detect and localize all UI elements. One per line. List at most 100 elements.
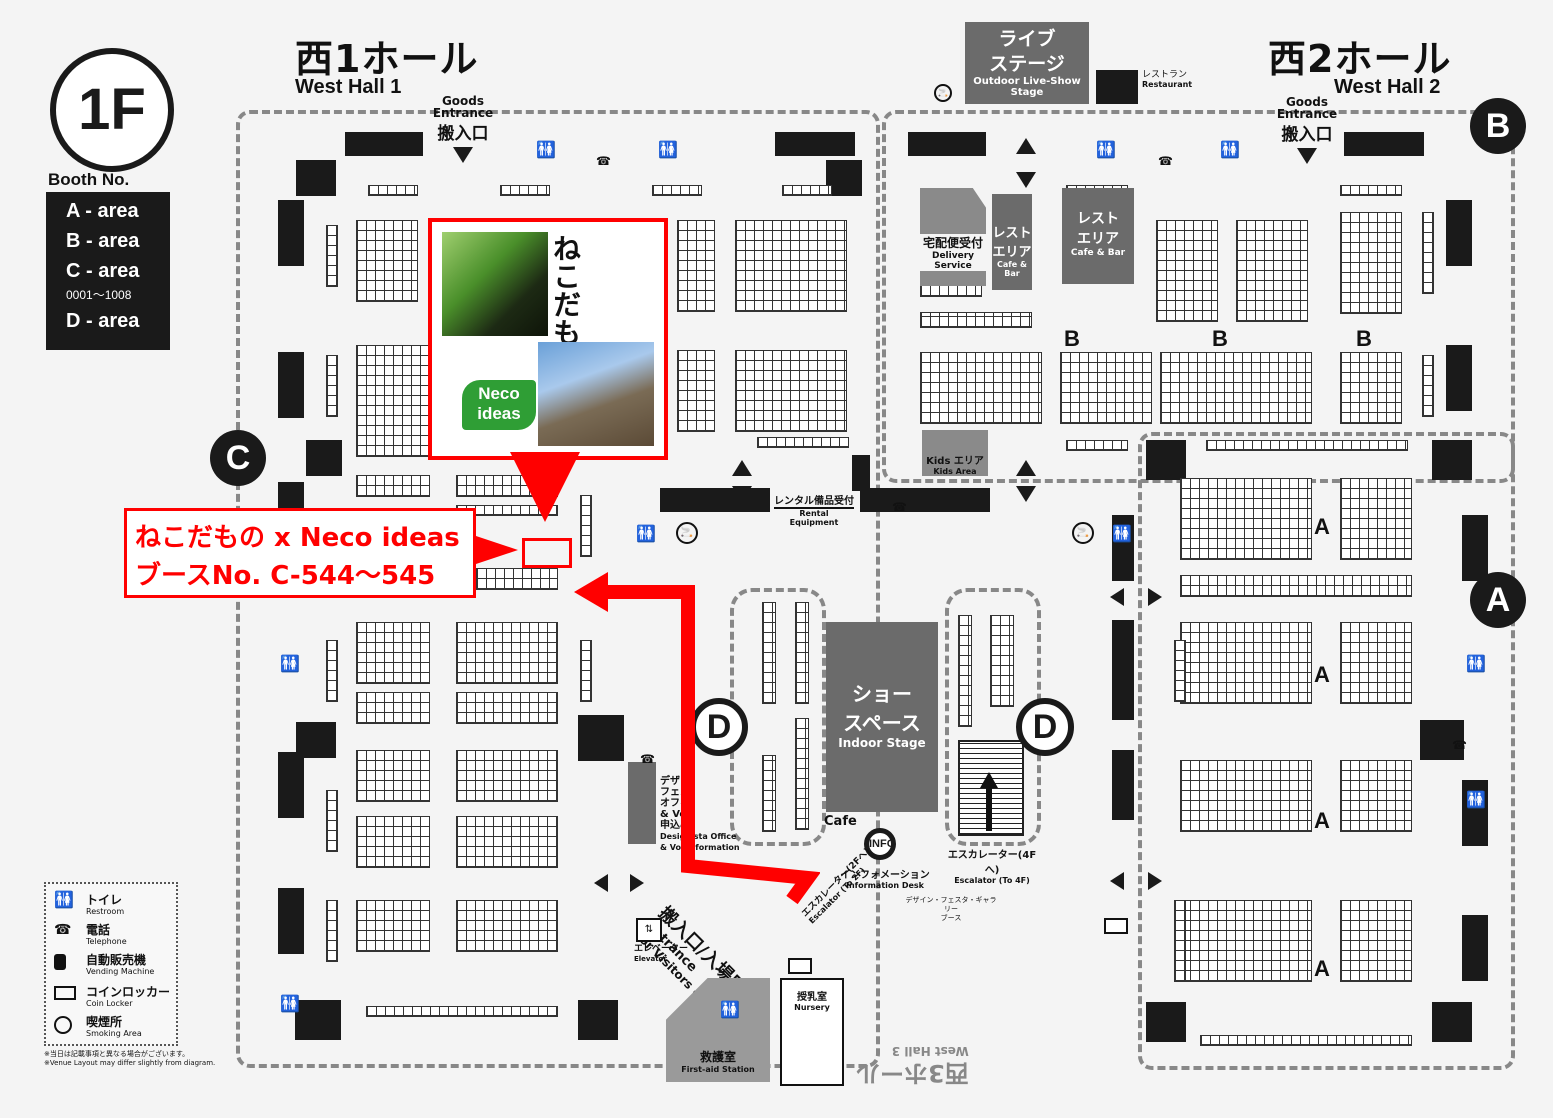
booth-grid	[500, 185, 550, 196]
telephone-icon[interactable]: ☎	[1158, 154, 1173, 168]
wall-block	[1420, 720, 1464, 760]
legend-telephone-en: Telephone	[86, 937, 127, 946]
booth-grid	[1180, 900, 1312, 982]
booth-grid	[456, 692, 558, 724]
goods-entrance-2-en2: Entrance	[1276, 107, 1338, 121]
floor-label: 1F	[78, 77, 146, 142]
smoking-area-icon[interactable]: 🚬	[934, 84, 952, 102]
wall-block	[908, 132, 986, 156]
booth-grid	[1160, 352, 1312, 424]
booth-grid	[1422, 212, 1434, 294]
booth-grid	[1340, 622, 1412, 704]
area-a-marker: A	[1470, 572, 1526, 628]
goods-entrance-2-en1: Goods	[1285, 95, 1329, 109]
booth-callout[interactable]: ねこだもの x Neco ideas ブースNo. C-544〜545	[124, 508, 476, 598]
gallery-label: デザイン・フェスタ・ギャラリー ブース	[904, 896, 998, 923]
disclaimer-jp: ※当日は記載事項と異なる場合がございます。	[44, 1050, 190, 1058]
west-hall-2-title: 西2ホール	[1268, 37, 1452, 81]
escalator-label: エスカレーター(4Fへ) Escalator (To 4F)	[944, 846, 1040, 885]
restroom-icon[interactable]: 🚻	[280, 994, 300, 1013]
wall-block	[1446, 200, 1472, 266]
rest-area-2-jp1: レスト	[1077, 211, 1119, 227]
wall-block	[1112, 620, 1134, 720]
area-a-label: A	[1314, 662, 1330, 687]
wall-block	[1446, 345, 1472, 411]
legend-d-area: D - area	[66, 310, 140, 332]
coin-locker-icon[interactable]	[788, 958, 812, 974]
goods-entrance-west2[interactable]: Goods Entrance 搬入口	[1276, 95, 1338, 164]
booth-grid	[920, 352, 1042, 424]
booth-grid	[356, 622, 430, 684]
booth-grid	[1340, 185, 1402, 196]
nursery-room[interactable]: 授乳室 Nursery	[780, 978, 844, 1086]
legend-a-area: A - area	[66, 200, 139, 222]
telephone-icon[interactable]: ☎	[640, 752, 655, 766]
cat-photo-1	[442, 232, 548, 336]
booth-highlight-box[interactable]	[522, 538, 572, 568]
legend-restroom-en: Restroom	[86, 907, 125, 916]
restroom-icon[interactable]: 🚻	[1112, 524, 1132, 543]
route-arrow	[574, 572, 820, 905]
restroom-icon[interactable]: 🚻	[1220, 140, 1240, 159]
rest-area-2-en: Cafe & Bar	[1070, 248, 1126, 258]
booth-grid	[1174, 900, 1186, 982]
wall-block	[306, 440, 342, 476]
legend-b-area: B - area	[66, 230, 140, 252]
callout-side-pointer-shape	[470, 534, 518, 566]
goods-entrance-west1[interactable]: Goods Entrance 搬入口	[432, 95, 494, 163]
entrance-arrow-icon	[1297, 148, 1317, 164]
info-desk-badge[interactable]: INFO	[864, 828, 896, 860]
wall-block	[278, 200, 304, 266]
rental-en: Rental Equipment	[774, 507, 854, 527]
kids-area[interactable]: Kids エリア Kids Area	[922, 430, 988, 476]
rest-area-1[interactable]: レスト エリア Cafe & Bar	[992, 194, 1032, 290]
restroom-icon[interactable]: 🚻	[536, 140, 556, 159]
vending-machine-icon	[54, 954, 66, 970]
flow-left-icon	[1110, 872, 1124, 890]
rest-area-2[interactable]: レスト エリア Cafe & Bar	[1062, 188, 1134, 284]
wall-block	[860, 488, 990, 512]
callout-line1: ねこだもの x Neco ideas	[135, 523, 460, 553]
restroom-icon[interactable]: 🚻	[636, 524, 656, 543]
restroom-icon[interactable]: 🚻	[720, 1000, 740, 1019]
delivery-service[interactable]: 宅配便受付 Delivery Service	[920, 188, 986, 286]
wall-block	[660, 488, 770, 512]
smoking-area-icon[interactable]: 🚬	[1072, 522, 1094, 544]
west-hall-2-a-outline	[1138, 432, 1515, 1070]
flow-left-icon	[1110, 588, 1124, 606]
callout-logo-panel: ねこだもの Neco ideas	[428, 218, 668, 460]
area-a-marker-letter: A	[1485, 581, 1511, 619]
booth-grid	[757, 437, 849, 448]
kids-area-en: Kids Area	[933, 467, 977, 476]
logo-en2: ideas	[477, 404, 521, 423]
elevator-icon[interactable]: ⇅	[636, 918, 662, 942]
telephone-icon[interactable]: ☎	[596, 154, 611, 168]
booth-grid	[920, 312, 1032, 328]
smoking-area-icon[interactable]: 🚬	[676, 522, 698, 544]
telephone-icon[interactable]: ☎	[892, 500, 907, 514]
area-b-label: B	[1212, 326, 1228, 351]
restroom-icon[interactable]: 🚻	[280, 654, 300, 673]
design-office-label[interactable]: デザ フェス オフィ & Vo 申込み Design sta Office & …	[660, 776, 740, 853]
indoor-show-stage[interactable]: ショー スペース Indoor Stage	[826, 622, 938, 812]
booth-grid	[580, 495, 592, 557]
booth-grid	[920, 285, 982, 297]
rental-equipment[interactable]: レンタル備品受付 Rental Equipment	[774, 492, 854, 527]
goods-entrance-en2: Entrance	[432, 106, 494, 120]
booth-grid	[1340, 760, 1412, 832]
elevator-en: Elevator	[634, 955, 667, 963]
escalator-jp: エスカレーター(4Fへ)	[947, 850, 1037, 876]
restroom-icon[interactable]: 🚻	[1466, 790, 1486, 809]
restroom-icon[interactable]: 🚻	[1466, 654, 1486, 673]
gallery-jp1: デザイン・フェスタ・ギャラリー	[905, 896, 997, 913]
booth-grid	[326, 225, 338, 287]
disclaimer: ※当日は記載事項と異なる場合がございます。 ※Venue Layout may …	[44, 1050, 215, 1068]
restroom-icon[interactable]: 🚻	[1096, 140, 1116, 159]
goods-entrance-2-jp: 搬入口	[1281, 125, 1333, 145]
booth-grid	[1174, 640, 1186, 702]
booth-grid	[782, 185, 832, 196]
booth-grid	[677, 350, 715, 432]
coin-locker-icon[interactable]	[1104, 918, 1128, 934]
telephone-icon[interactable]: ☎	[1452, 738, 1467, 752]
restroom-icon[interactable]: 🚻	[658, 140, 678, 159]
